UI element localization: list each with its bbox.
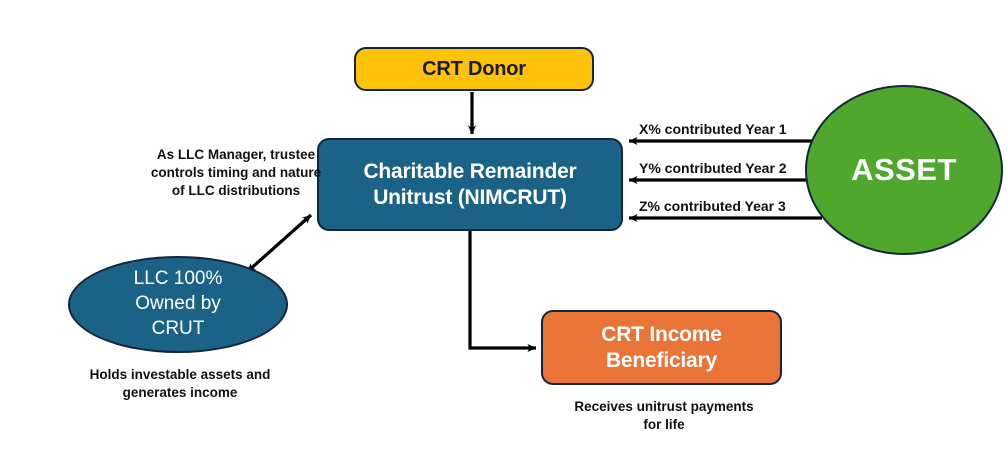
llc-label-line-1: LLC 100%: [133, 268, 223, 290]
node-asset-label: ASSET: [851, 152, 957, 187]
connector-trust-to-beneficiary: [468, 231, 537, 352]
trust-label-line-2: Unitrust (NIMCRUT): [373, 185, 567, 209]
node-crt-donor-label: CRT Donor: [422, 57, 526, 80]
node-charitable-remainder-unitrust-label: Charitable Remainder Unitrust (NIMCRUT): [353, 159, 586, 210]
node-crt-income-beneficiary[interactable]: CRT Income Beneficiary: [541, 310, 782, 385]
annotation-llc-caption: Holds investable assets and generates in…: [89, 367, 271, 400]
annotation-llc-manager-note: As LLC Manager, trustee controls timing …: [150, 147, 322, 198]
node-crt-donor[interactable]: CRT Donor: [354, 47, 594, 91]
llc-label-line-2: Owned by: [135, 293, 221, 315]
node-crt-income-beneficiary-label: CRT Income Beneficiary: [601, 322, 722, 373]
node-llc-owned-by-crut-label: LLC 100% Owned by CRUT: [134, 267, 223, 341]
flow-label-year-3: Z% contributed Year 3: [639, 198, 786, 214]
beneficiary-label-line-2: Beneficiary: [605, 348, 717, 372]
node-asset[interactable]: ASSET: [805, 85, 1003, 255]
trust-label-line-1: Charitable Remainder: [363, 159, 577, 183]
node-llc-owned-by-crut[interactable]: LLC 100% Owned by CRUT: [68, 256, 288, 353]
flow-label-year-1: X% contributed Year 1: [639, 121, 787, 137]
beneficiary-label-line-1: CRT Income: [601, 322, 722, 346]
annotation-beneficiary-caption: Receives unitrust payments for life: [574, 399, 754, 432]
flow-label-year-2: Y% contributed Year 2: [639, 160, 787, 176]
llc-label-line-3: CRUT: [151, 317, 205, 339]
node-charitable-remainder-unitrust[interactable]: Charitable Remainder Unitrust (NIMCRUT): [317, 138, 623, 231]
connector-trust-to-llc: [245, 213, 313, 274]
